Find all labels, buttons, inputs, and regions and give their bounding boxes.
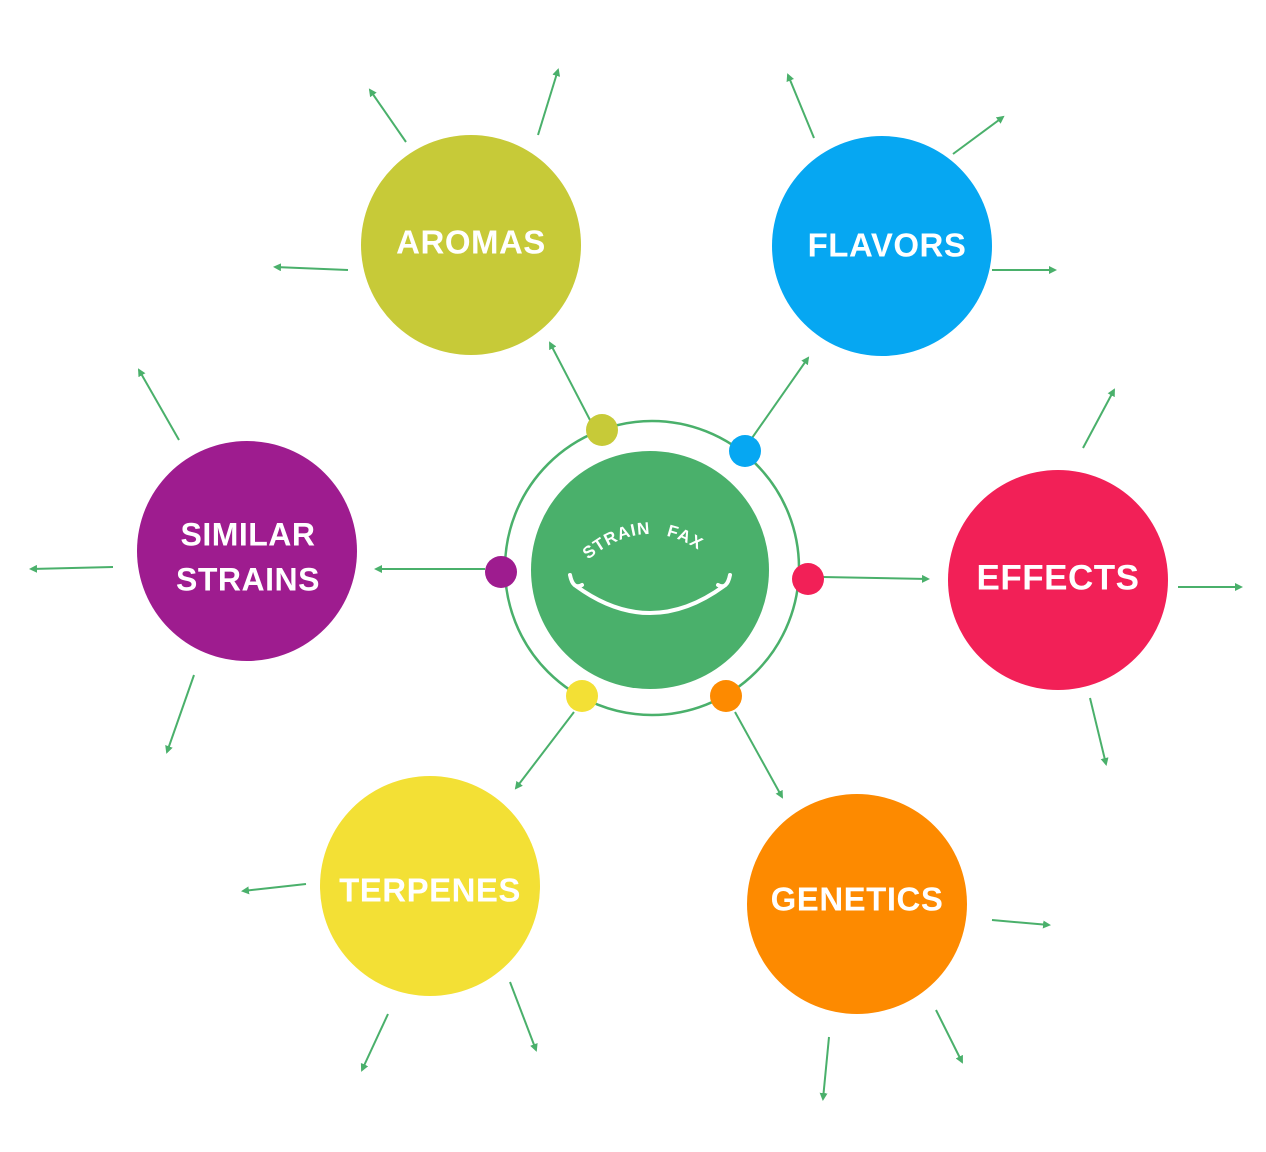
ring-dot-genetics bbox=[710, 680, 742, 712]
node-label-aromas: AROMAS bbox=[396, 224, 546, 261]
arrow-aromas-2 bbox=[537, 68, 561, 136]
connector-genetics bbox=[734, 711, 783, 799]
node-label-terpenes: TERPENES bbox=[339, 872, 521, 909]
arrow-flavors-1 bbox=[786, 73, 815, 139]
node-label-flavors: FLAVORS bbox=[808, 227, 967, 264]
arrow-terpenes-3 bbox=[509, 981, 538, 1052]
outgoing-arrows bbox=[29, 68, 1243, 1101]
node-circle-terpenes bbox=[320, 776, 540, 996]
arrow-effects-3 bbox=[1089, 697, 1109, 766]
arrow-genetics-2 bbox=[935, 1009, 963, 1064]
ring-dot-terpenes bbox=[566, 680, 598, 712]
arrow-similar-strains-1 bbox=[138, 368, 180, 441]
ring-dot-flavors bbox=[729, 435, 761, 467]
arrow-effects-1 bbox=[1082, 388, 1115, 449]
node-label-genetics: GENETICS bbox=[771, 881, 944, 918]
ring-dot-effects bbox=[792, 563, 824, 595]
arrow-similar-strains-2 bbox=[29, 564, 114, 573]
node-circle-effects bbox=[948, 470, 1168, 690]
arrow-genetics-3 bbox=[819, 1036, 830, 1101]
ring-dot-similar-strains bbox=[485, 556, 517, 588]
connector-aromas bbox=[549, 341, 591, 421]
node-circle-flavors bbox=[772, 136, 992, 356]
smile-icon bbox=[568, 573, 732, 615]
node-terpenes: TERPENES bbox=[320, 776, 540, 996]
connector-effects bbox=[821, 574, 930, 583]
node-aromas: AROMAS bbox=[361, 135, 581, 355]
strain-fax-logo: STRAIN FAX bbox=[531, 451, 769, 689]
node-genetics: GENETICS bbox=[747, 794, 967, 1014]
arrow-similar-strains-3 bbox=[165, 674, 195, 754]
node-label-similar-strains-line-1: SIMILAR bbox=[180, 516, 315, 552]
connector-flavors bbox=[751, 356, 810, 439]
hub-connectors bbox=[374, 341, 930, 799]
arrow-genetics-1 bbox=[991, 919, 1051, 929]
node-similar-strains: SIMILAR STRAINS bbox=[137, 441, 357, 661]
ring-dots bbox=[485, 414, 824, 712]
arrow-aromas-3 bbox=[273, 263, 349, 272]
arrow-terpenes-2 bbox=[360, 1013, 389, 1072]
node-flavors: FLAVORS bbox=[772, 136, 992, 356]
node-circle-aromas bbox=[361, 135, 581, 355]
center-circle bbox=[531, 451, 769, 689]
node-label-similar-strains-line-2: STRAINS bbox=[176, 561, 320, 597]
connector-terpenes bbox=[514, 711, 575, 790]
node-circle-similar-strains bbox=[137, 441, 357, 661]
arrow-terpenes-1 bbox=[241, 883, 307, 895]
arrow-aromas-1 bbox=[368, 88, 407, 143]
node-label-effects: EFFECTS bbox=[977, 558, 1140, 597]
node-circle-genetics bbox=[747, 794, 967, 1014]
arrow-flavors-2 bbox=[952, 115, 1005, 155]
ring-dot-aromas bbox=[586, 414, 618, 446]
node-effects: EFFECTS bbox=[948, 470, 1168, 690]
